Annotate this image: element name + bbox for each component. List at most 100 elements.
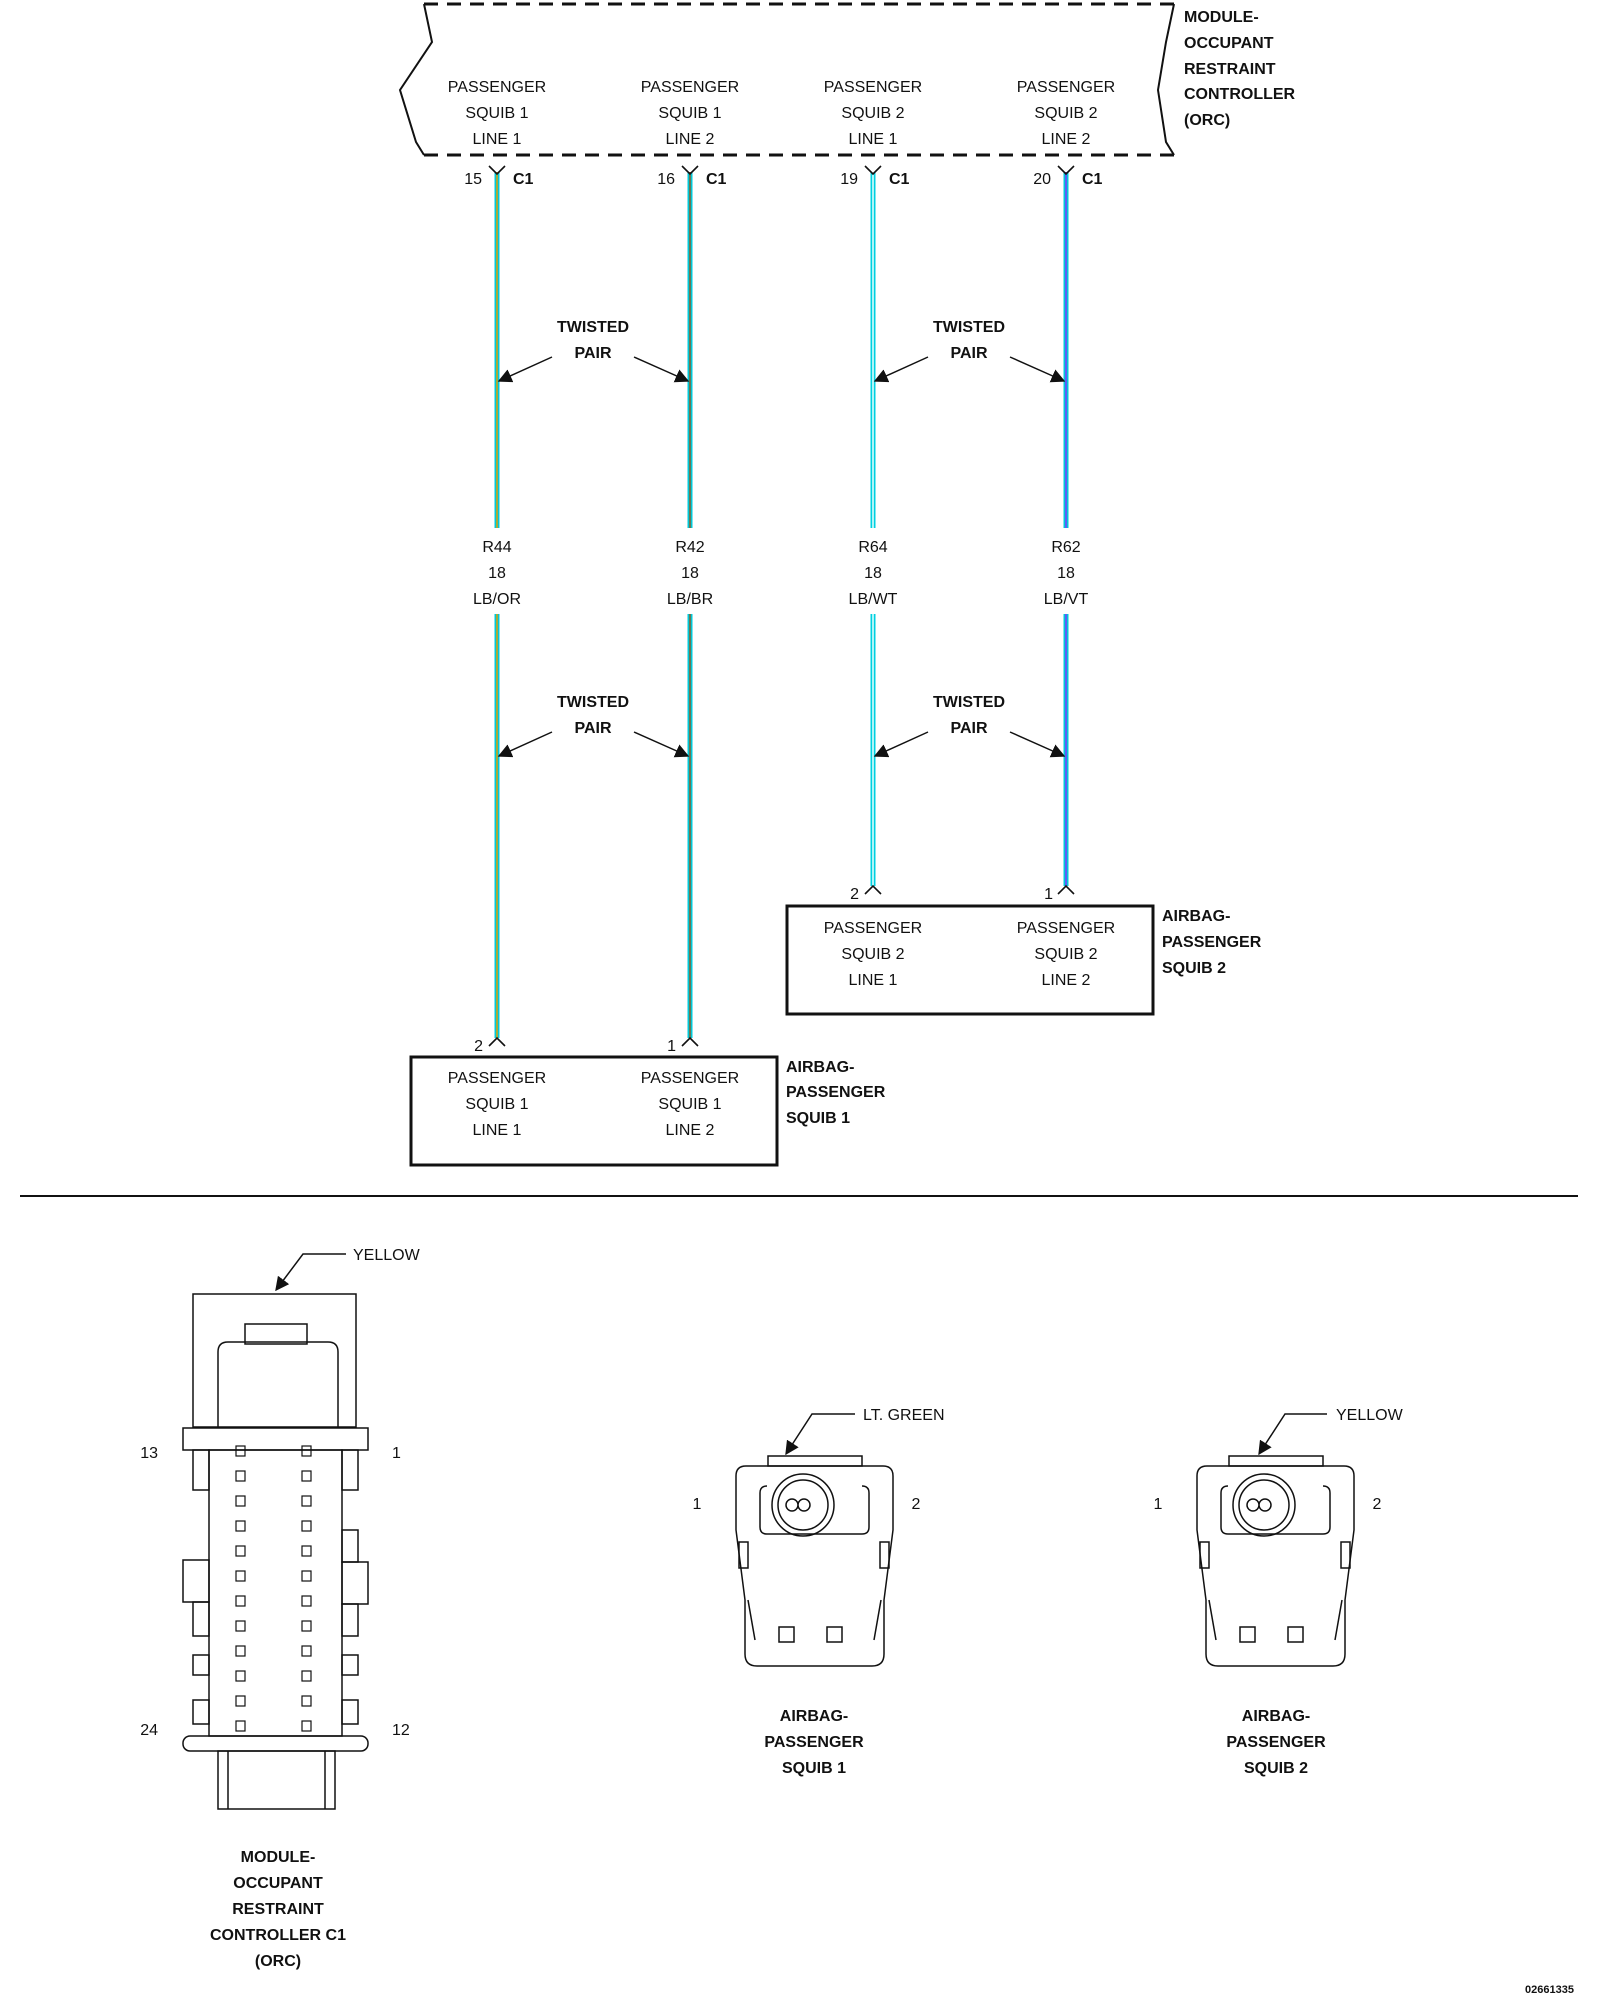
svg-text:CONTROLLER C1: CONTROLLER C1 xyxy=(210,1927,346,1944)
svg-text:PAIR: PAIR xyxy=(574,720,611,737)
orc-module-name: MODULE- OCCUPANT RESTRAINT CONTROLLER (O… xyxy=(1184,9,1296,129)
svg-text:AIRBAG-: AIRBAG- xyxy=(780,1708,848,1725)
svg-text:SQUIB 2: SQUIB 2 xyxy=(841,946,904,963)
orc-c1-pin-numbers: 13 1 24 12 xyxy=(140,1445,410,1739)
orc-c1-connector-outline xyxy=(182,1293,369,1810)
svg-text:2: 2 xyxy=(912,1496,921,1513)
orc-label-squib1-line1: PASSENGER SQUIB 1 LINE 1 xyxy=(448,79,546,148)
svg-text:PASSENGER: PASSENGER xyxy=(1017,920,1115,937)
svg-text:(ORC): (ORC) xyxy=(255,1953,301,1970)
squib1-pin-terminals: 2 1 xyxy=(474,1036,699,1055)
svg-text:15: 15 xyxy=(464,171,482,188)
orc-module-box xyxy=(398,2,1175,157)
svg-text:LINE 2: LINE 2 xyxy=(1042,972,1091,989)
svg-text:1: 1 xyxy=(693,1496,702,1513)
svg-text:(ORC): (ORC) xyxy=(1184,112,1230,129)
svg-text:AIRBAG-: AIRBAG- xyxy=(1162,908,1230,925)
svg-text:C1: C1 xyxy=(889,171,910,188)
svg-text:PASSENGER: PASSENGER xyxy=(824,79,922,96)
svg-text:PASSENGER: PASSENGER xyxy=(824,920,922,937)
svg-text:PAIR: PAIR xyxy=(950,720,987,737)
orc-label-squib2-line1: PASSENGER SQUIB 2 LINE 1 xyxy=(824,79,922,148)
svg-text:LB/BR: LB/BR xyxy=(667,591,713,608)
svg-text:13: 13 xyxy=(140,1445,158,1462)
svg-text:16: 16 xyxy=(657,171,675,188)
svg-text:SQUIB 2: SQUIB 2 xyxy=(1034,946,1097,963)
squib1-view-name: AIRBAG- PASSENGER SQUIB 1 xyxy=(764,1708,864,1777)
svg-text:LINE 1: LINE 1 xyxy=(849,131,898,148)
svg-text:C1: C1 xyxy=(1082,171,1103,188)
svg-text:SQUIB 2: SQUIB 2 xyxy=(1162,960,1226,977)
orc-c1-color-callout: YELLOW xyxy=(275,1247,421,1292)
svg-text:PAIR: PAIR xyxy=(574,345,611,362)
svg-text:SQUIB 2: SQUIB 2 xyxy=(1034,105,1097,122)
svg-text:PASSENGER: PASSENGER xyxy=(1162,934,1262,951)
svg-text:LB/OR: LB/OR xyxy=(473,591,521,608)
squib1-component-box xyxy=(409,1055,779,1167)
svg-text:1: 1 xyxy=(1044,886,1053,903)
squib2-box-labels: PASSENGER SQUIB 2 LINE 1 PASSENGER SQUIB… xyxy=(824,920,1115,989)
squib2-pin-numbers: 1 2 xyxy=(1154,1496,1382,1513)
svg-text:1: 1 xyxy=(1154,1496,1163,1513)
svg-text:LB/WT: LB/WT xyxy=(849,591,898,608)
svg-text:C1: C1 xyxy=(706,171,727,188)
svg-text:SQUIB 1: SQUIB 1 xyxy=(465,1096,528,1113)
svg-text:TWISTED: TWISTED xyxy=(557,694,629,711)
squib1-color-callout: LT. GREEN xyxy=(785,1407,945,1456)
svg-text:TWISTED: TWISTED xyxy=(933,319,1005,336)
svg-text:YELLOW: YELLOW xyxy=(1336,1407,1404,1424)
svg-text:2: 2 xyxy=(850,886,859,903)
svg-text:PASSENGER: PASSENGER xyxy=(764,1734,864,1751)
svg-text:MODULE-: MODULE- xyxy=(1184,9,1259,26)
svg-text:TWISTED: TWISTED xyxy=(557,319,629,336)
orc-circuit-labels: PASSENGER SQUIB 1 LINE 1 PASSENGER SQUIB… xyxy=(448,79,1115,148)
svg-text:R42: R42 xyxy=(675,539,704,556)
svg-text:YELLOW: YELLOW xyxy=(353,1247,421,1264)
svg-text:SQUIB 1: SQUIB 1 xyxy=(465,105,528,122)
svg-text:SQUIB 1: SQUIB 1 xyxy=(782,1760,846,1777)
svg-text:18: 18 xyxy=(1057,565,1075,582)
svg-text:2: 2 xyxy=(1373,1496,1382,1513)
orc-c1-pin-cavities xyxy=(235,1445,312,1732)
twisted-pair-squib1-lower: TWISTED PAIR xyxy=(497,694,690,758)
svg-text:24: 24 xyxy=(140,1722,158,1739)
svg-text:1: 1 xyxy=(392,1445,401,1462)
orc-c1-name: MODULE- OCCUPANT RESTRAINT CONTROLLER C1… xyxy=(210,1849,346,1970)
svg-text:TWISTED: TWISTED xyxy=(933,694,1005,711)
squib1-name: AIRBAG- PASSENGER SQUIB 1 xyxy=(786,1059,886,1127)
orc-label-squib2-line2: PASSENGER SQUIB 2 LINE 2 xyxy=(1017,79,1115,148)
squib2-name: AIRBAG- PASSENGER SQUIB 2 xyxy=(1162,908,1262,977)
squib1-connector-outline xyxy=(735,1455,894,1667)
svg-text:SQUIB 2: SQUIB 2 xyxy=(841,105,904,122)
squib1-connector-view: LT. GREEN 1 2 AIRBAG- PASSENGER SQUIB 1 xyxy=(693,1407,945,1777)
svg-text:18: 18 xyxy=(864,565,882,582)
orc-c1-connector-view: YELLOW xyxy=(140,1247,420,1970)
svg-text:SQUIB 1: SQUIB 1 xyxy=(658,1096,721,1113)
svg-text:SQUIB 2: SQUIB 2 xyxy=(1244,1760,1308,1777)
svg-text:PAIR: PAIR xyxy=(950,345,987,362)
svg-text:PASSENGER: PASSENGER xyxy=(1017,79,1115,96)
twisted-pair-squib2-upper: TWISTED PAIR xyxy=(873,319,1066,383)
squib2-connector-outline xyxy=(1196,1455,1355,1667)
figure-id: 02661335 xyxy=(1525,1984,1574,1996)
svg-text:R64: R64 xyxy=(858,539,887,556)
orc-pin-labels: 15 C1 16 C1 19 C1 20 C1 xyxy=(464,171,1102,188)
svg-text:PASSENGER: PASSENGER xyxy=(641,79,739,96)
squib2-component-box xyxy=(785,904,1155,1016)
svg-text:LINE 1: LINE 1 xyxy=(849,972,898,989)
svg-text:CONTROLLER: CONTROLLER xyxy=(1184,86,1296,103)
svg-text:AIRBAG-: AIRBAG- xyxy=(1242,1708,1310,1725)
svg-text:AIRBAG-: AIRBAG- xyxy=(786,1059,854,1076)
svg-text:SQUIB 1: SQUIB 1 xyxy=(658,105,721,122)
svg-text:LINE 2: LINE 2 xyxy=(666,1122,715,1139)
wire-labels: R44 18 LB/OR R42 18 LB/BR R64 18 LB/WT R… xyxy=(473,539,1088,608)
svg-text:19: 19 xyxy=(840,171,858,188)
svg-text:LT. GREEN: LT. GREEN xyxy=(863,1407,945,1424)
svg-text:1: 1 xyxy=(667,1038,676,1055)
orc-pin-terminals xyxy=(488,165,1075,176)
svg-text:18: 18 xyxy=(681,565,699,582)
svg-text:PASSENGER: PASSENGER xyxy=(641,1070,739,1087)
svg-text:OCCUPANT: OCCUPANT xyxy=(1184,35,1274,52)
svg-text:LB/VT: LB/VT xyxy=(1044,591,1089,608)
svg-text:SQUIB 1: SQUIB 1 xyxy=(786,1110,850,1127)
